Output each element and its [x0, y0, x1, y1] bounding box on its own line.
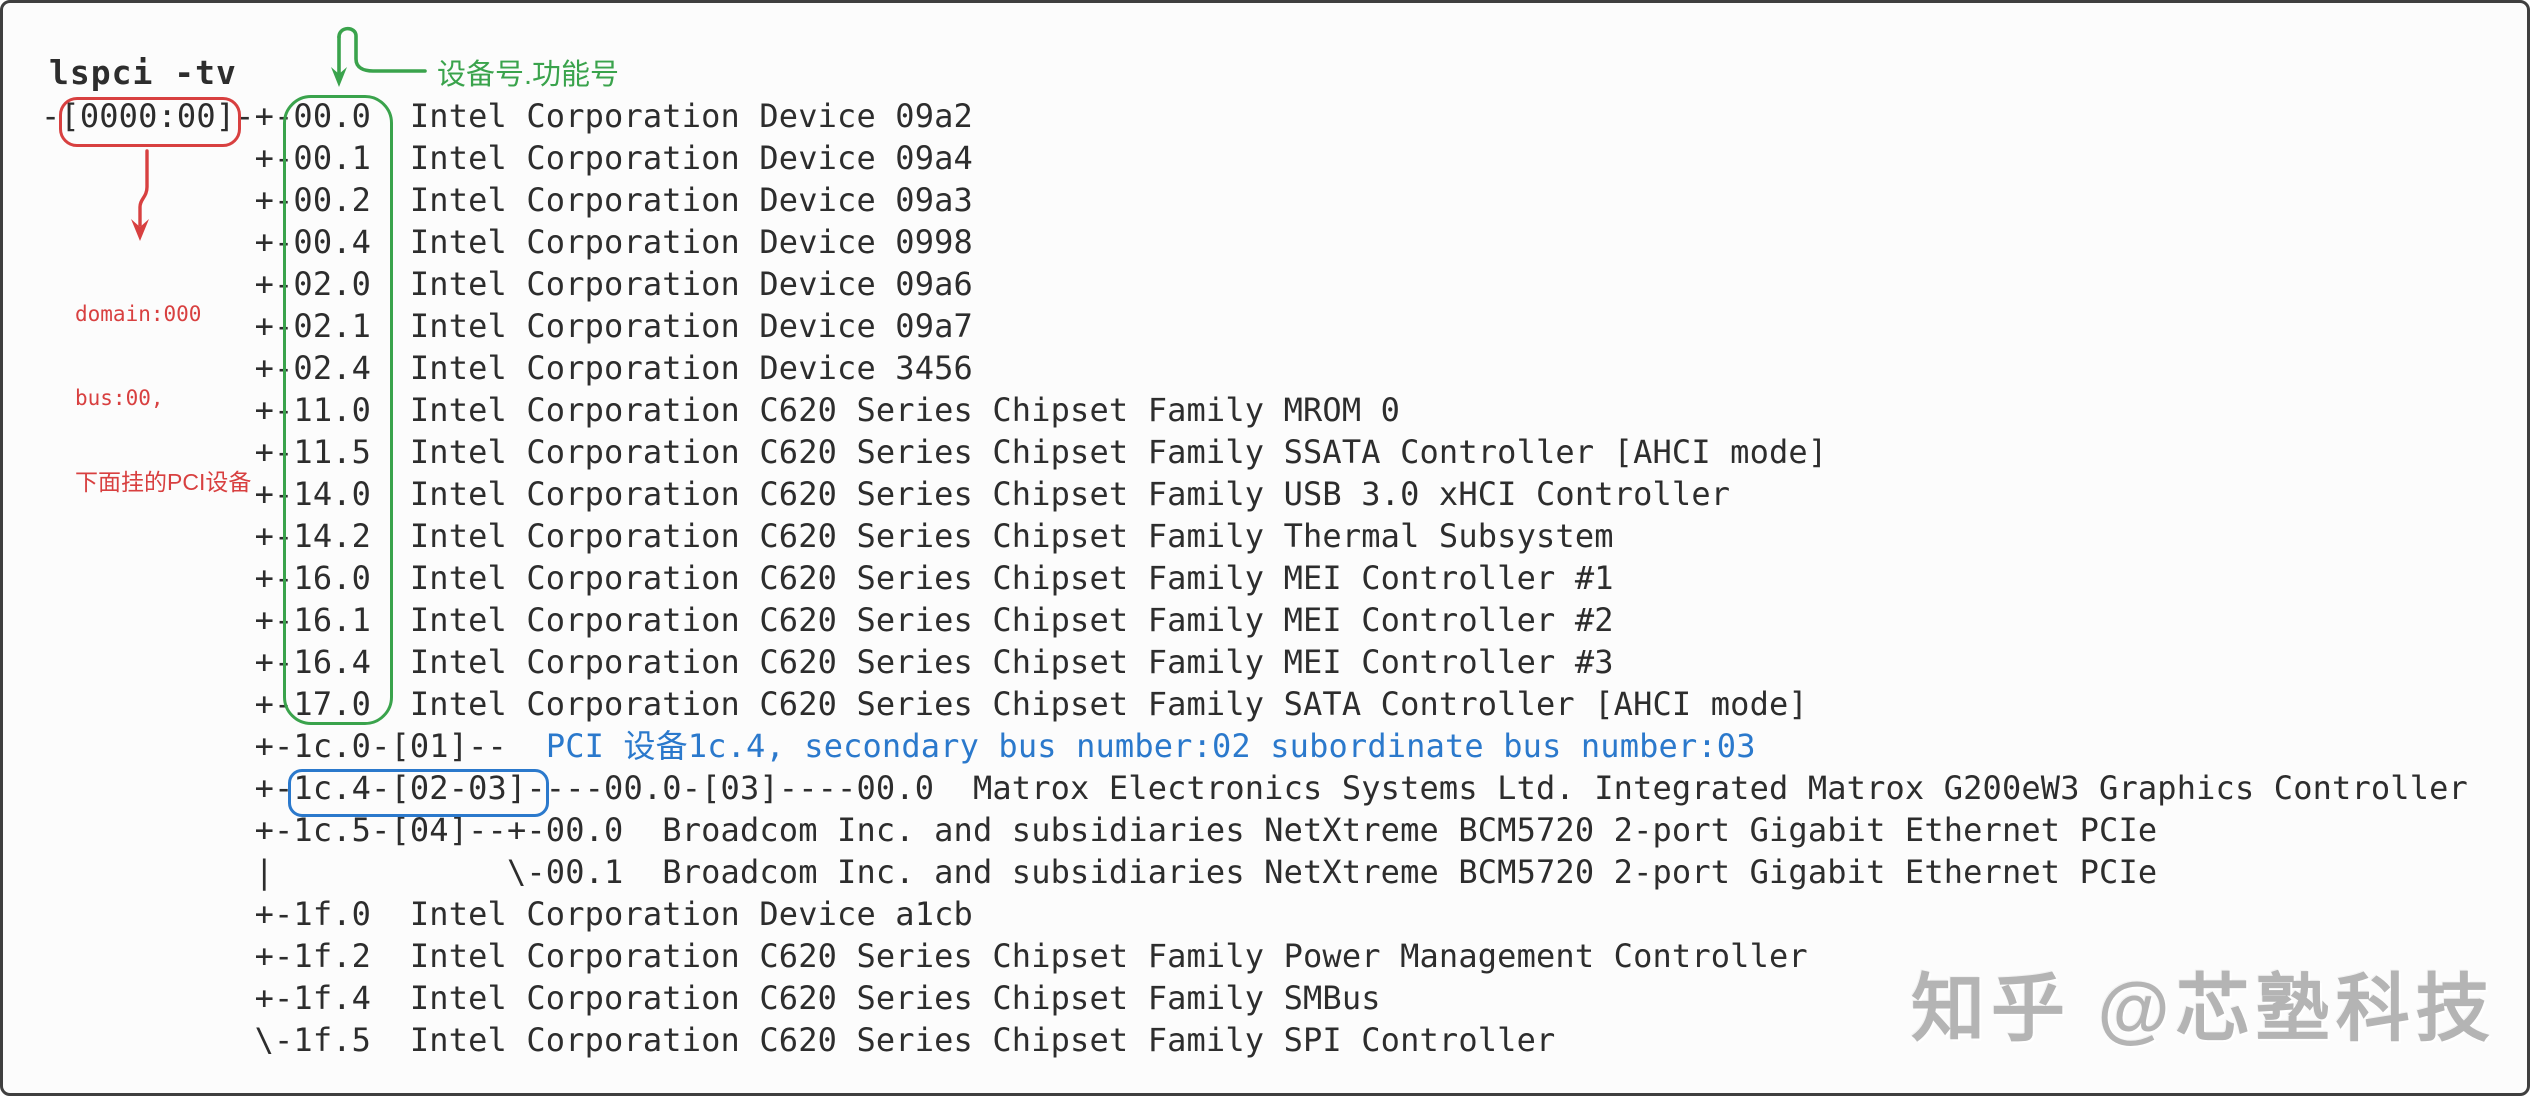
tree-row-text: +-02.1 Intel Corporation Device 09a7 — [41, 307, 973, 345]
tree-row: +-00.4 Intel Corporation Device 0998 — [41, 221, 2468, 263]
domain-note-line: domain:000 — [75, 302, 202, 326]
tree-row-text: +-14.0 Intel Corporation C620 Series Chi… — [41, 475, 1731, 513]
tree-row-text: +-1f.4 Intel Corporation C620 Series Chi… — [41, 979, 1381, 1017]
tree-row-text: +-00.4 Intel Corporation Device 0998 — [41, 223, 973, 261]
tree-row: +-17.0 Intel Corporation C620 Series Chi… — [41, 683, 2468, 725]
tree-row-text: +-1f.0 Intel Corporation Device a1cb — [41, 895, 973, 933]
tree-row-text: +-11.0 Intel Corporation C620 Series Chi… — [41, 391, 1401, 429]
tree-row-text: +-14.2 Intel Corporation C620 Series Chi… — [41, 517, 1614, 555]
tree-row: +-16.4 Intel Corporation C620 Series Chi… — [41, 641, 2468, 683]
tree-row: +-16.0 Intel Corporation C620 Series Chi… — [41, 557, 2468, 599]
green-arrow-icon — [331, 26, 427, 87]
tree-row-text: +-1c.0-[01]-- — [41, 727, 507, 765]
tree-row: +-00.1 Intel Corporation Device 09a4 — [41, 137, 2468, 179]
tree-row: | \-00.1 Broadcom Inc. and subsidiaries … — [41, 851, 2468, 893]
tree-row: +-16.1 Intel Corporation C620 Series Chi… — [41, 599, 2468, 641]
tree-row-text: +-16.0 Intel Corporation C620 Series Chi… — [41, 559, 1614, 597]
tree-row: +-02.0 Intel Corporation Device 09a6 — [41, 263, 2468, 305]
domain-bus-note: domain:000 bus:00, 下面挂的PCI设备 — [75, 244, 251, 552]
pci-devices-note-line: 下面挂的PCI设备 — [75, 469, 252, 495]
tree-row-text: -[0000:00]-+-00.0 Intel Corporation Devi… — [41, 97, 973, 135]
tree-row-text: | \-00.1 Broadcom Inc. and subsidiaries … — [41, 853, 2158, 891]
tree-row: +-1c.4-[02-03]----00.0-[03]----00.0 Matr… — [41, 767, 2468, 809]
tree-row: +-14.0 Intel Corporation C620 Series Chi… — [41, 473, 2468, 515]
tree-row: +-1f.0 Intel Corporation Device a1cb — [41, 893, 2468, 935]
tree-row: +-1f.2 Intel Corporation C620 Series Chi… — [41, 935, 2468, 977]
tree-row: +-1c.0-[01]-- PCI 设备1c.4, secondary bus … — [41, 725, 2468, 767]
tree-row: +-02.4 Intel Corporation Device 3456 — [41, 347, 2468, 389]
watermark: 知乎 @芯塾科技 — [1911, 967, 2496, 1050]
lspci-tree: -[0000:00]-+-00.0 Intel Corporation Devi… — [41, 95, 2468, 1061]
tree-row-text: +-1c.5-[04]--+-00.0 Broadcom Inc. and su… — [41, 811, 2158, 849]
secondary-bus-annotation: PCI 设备1c.4, secondary bus number:02 subo… — [506, 727, 1756, 765]
tree-row-text: +-00.1 Intel Corporation Device 09a4 — [41, 139, 973, 177]
tree-row: +-02.1 Intel Corporation Device 09a7 — [41, 305, 2468, 347]
tree-row: +-1f.4 Intel Corporation C620 Series Chi… — [41, 977, 2468, 1019]
tree-row: \-1f.5 Intel Corporation C620 Series Chi… — [41, 1019, 2468, 1061]
tree-row: +-11.0 Intel Corporation C620 Series Chi… — [41, 389, 2468, 431]
tree-row-text: +-16.4 Intel Corporation C620 Series Chi… — [41, 643, 1614, 681]
bus-note-line: bus:00, — [75, 386, 164, 410]
tree-row-text: +-17.0 Intel Corporation C620 Series Chi… — [41, 685, 1808, 723]
tree-row: +-14.2 Intel Corporation C620 Series Chi… — [41, 515, 2468, 557]
command-line: lspci -tv — [49, 53, 237, 92]
tree-row: +-11.5 Intel Corporation C620 Series Chi… — [41, 431, 2468, 473]
device-function-label: 设备号.功能号 — [437, 59, 620, 91]
tree-row: -[0000:00]-+-00.0 Intel Corporation Devi… — [41, 95, 2468, 137]
tree-row-text: +-11.5 Intel Corporation C620 Series Chi… — [41, 433, 1828, 471]
tree-row-text: \-1f.5 Intel Corporation C620 Series Chi… — [41, 1021, 1556, 1059]
tree-row: +-1c.5-[04]--+-00.0 Broadcom Inc. and su… — [41, 809, 2468, 851]
tree-row-text: +-02.4 Intel Corporation Device 3456 — [41, 349, 973, 387]
tree-row: +-00.2 Intel Corporation Device 09a3 — [41, 179, 2468, 221]
tree-row-text: +-1f.2 Intel Corporation C620 Series Chi… — [41, 937, 1808, 975]
tree-row-text: +-00.2 Intel Corporation Device 09a3 — [41, 181, 973, 219]
tree-row-text: +-02.0 Intel Corporation Device 09a6 — [41, 265, 973, 303]
tree-row-text: +-1c.4-[02-03]----00.0-[03]----00.0 Matr… — [41, 769, 2468, 807]
tree-row-text: +-16.1 Intel Corporation C620 Series Chi… — [41, 601, 1614, 639]
